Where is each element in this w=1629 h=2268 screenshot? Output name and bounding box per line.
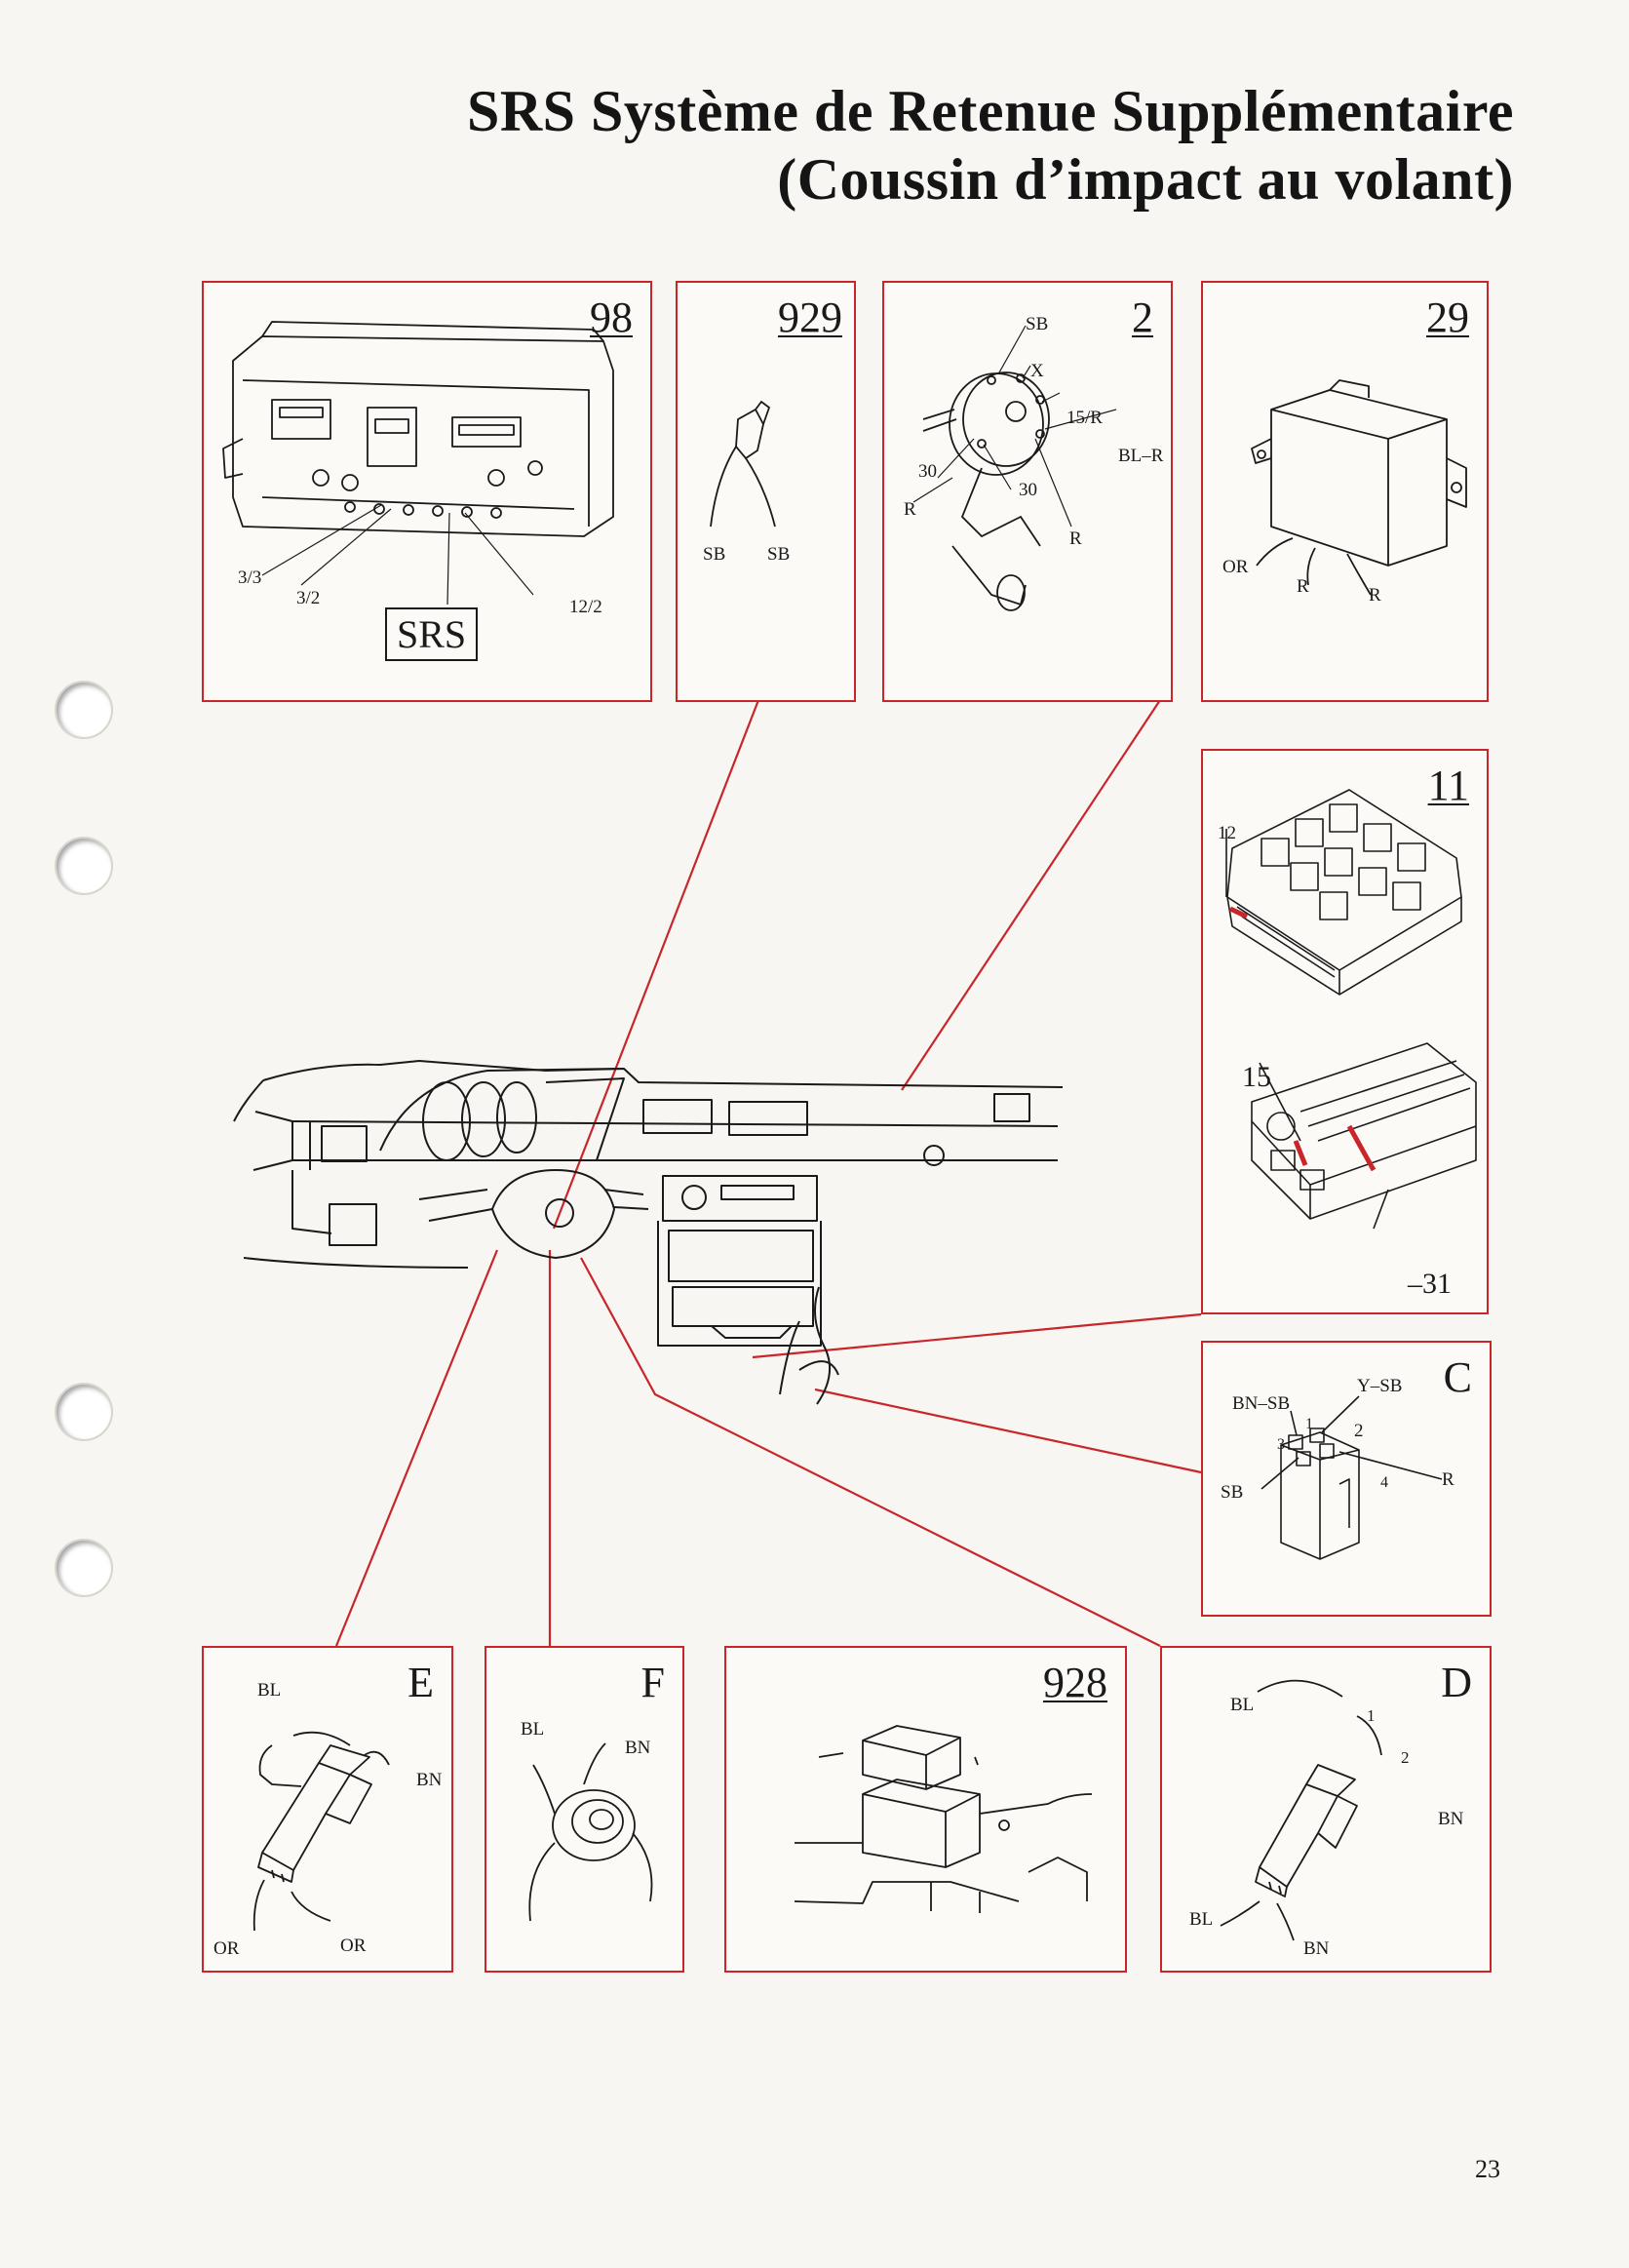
- wire-label: BN–SB: [1232, 1393, 1291, 1414]
- panel-F: F BL BN: [485, 1646, 684, 1973]
- fuse-label: 12: [1218, 823, 1236, 843]
- wire-label: BL: [1189, 1909, 1214, 1930]
- car-dashboard-drawing: [233, 1060, 1064, 1405]
- wire-label: SB: [703, 544, 726, 565]
- relay-fuse-box-drawing: [1225, 789, 1477, 1230]
- leader-E: [334, 1249, 499, 1647]
- panel-id: C: [1443, 1353, 1472, 1401]
- wire-label: 3/3: [238, 567, 262, 588]
- panel-id: 11: [1427, 762, 1469, 809]
- pin-number: 4: [1380, 1474, 1388, 1491]
- leader-D: [580, 1257, 1161, 1647]
- wire-label: BL–R: [1118, 446, 1164, 466]
- wire-label: BN: [625, 1738, 651, 1758]
- wire-label: SB: [1221, 1482, 1244, 1503]
- panel-928: 928: [724, 1646, 1127, 1973]
- panel-929: 929 SB SB: [676, 281, 856, 702]
- wire-label: SB: [767, 544, 791, 565]
- binder-hole: [57, 683, 111, 737]
- panel-id: 2: [1132, 293, 1153, 341]
- wire-label: OR: [340, 1936, 367, 1956]
- panel-id: 928: [1043, 1659, 1107, 1706]
- panel-2: 2 SB X 15/R BL–R 30 30 R R: [882, 281, 1173, 702]
- leader-29: [901, 699, 1161, 1091]
- wire-label: BL: [1230, 1695, 1255, 1715]
- wire-label: BL: [521, 1719, 545, 1740]
- connector-928-drawing: [794, 1725, 1093, 1913]
- wire-label: 15/R: [1067, 408, 1103, 428]
- wire-label: R: [904, 499, 916, 520]
- panel-11: 11 12 15 –31: [1201, 749, 1489, 1314]
- panel-id: 29: [1426, 293, 1469, 341]
- pin-number: 2: [1401, 1748, 1410, 1767]
- wire-label: 30: [1019, 480, 1037, 500]
- panel-E: E BL BN OR OR: [202, 1646, 453, 1973]
- panel-C: C BN–SB Y–SB 1 2 3 4 SB R: [1201, 1341, 1492, 1617]
- wire-label: R: [1442, 1469, 1454, 1490]
- wire-label: BN: [416, 1770, 443, 1790]
- binder-hole: [57, 1385, 111, 1439]
- panel-id: F: [640, 1659, 665, 1706]
- panel-id: D: [1441, 1659, 1472, 1706]
- connector-D-drawing: [1220, 1679, 1382, 1941]
- wire-label: Y–SB: [1357, 1376, 1403, 1396]
- wire-label: SB: [1026, 314, 1049, 334]
- wire-label: 30: [918, 461, 937, 482]
- panel-id: 929: [778, 293, 842, 341]
- panel-id: E: [407, 1659, 434, 1706]
- control-module-29-drawing: [1251, 379, 1467, 596]
- panel-98: 98 3/3 3/2 12/2 SRS: [202, 281, 652, 702]
- connector-929-drawing: [710, 400, 776, 528]
- wire-label: BL: [257, 1680, 282, 1701]
- wire-label: R: [1069, 528, 1082, 549]
- clock-spring-F-drawing: [528, 1742, 653, 1922]
- binder-hole: [57, 839, 111, 893]
- pin-number: 1: [1367, 1706, 1376, 1725]
- fuse-label: –31: [1408, 1268, 1452, 1300]
- pin-number: 1: [1305, 1416, 1313, 1432]
- pin-number: 3: [1277, 1436, 1285, 1453]
- leader-lines: [334, 699, 1202, 1647]
- srs-badge: SRS: [385, 607, 479, 661]
- binder-hole: [57, 1541, 111, 1595]
- wire-label: OR: [1222, 557, 1249, 577]
- panel-29: 29 OR R R: [1201, 281, 1489, 702]
- panel-D: D BL 1 2 BN BL BN: [1160, 1646, 1492, 1973]
- pin-number: 2: [1354, 1421, 1364, 1441]
- wire-label: 12/2: [569, 597, 602, 617]
- wire-label: X: [1030, 361, 1044, 381]
- ignition-switch-drawing: [912, 325, 1117, 611]
- leader-11: [752, 1312, 1202, 1359]
- fuse-label: 15: [1242, 1061, 1271, 1093]
- page-number: 23: [1475, 2155, 1500, 2183]
- wire-label: OR: [213, 1938, 240, 1959]
- leader-929: [552, 699, 760, 1230]
- wire-label: BN: [1303, 1938, 1330, 1959]
- connector-C-drawing: [1261, 1395, 1443, 1560]
- wire-label: R: [1297, 576, 1309, 597]
- instrument-cluster-drawing: [222, 321, 614, 606]
- wire-label: R: [1369, 585, 1381, 606]
- page-title-line1: SRS Système de Retenue Supplémentaire: [466, 79, 1514, 143]
- page-title-line2: (Coussin d’impact au volant): [777, 147, 1514, 212]
- wire-label: 3/2: [296, 588, 321, 608]
- leader-C: [814, 1388, 1202, 1474]
- connector-E-drawing: [252, 1731, 390, 1932]
- wire-label: BN: [1438, 1809, 1464, 1829]
